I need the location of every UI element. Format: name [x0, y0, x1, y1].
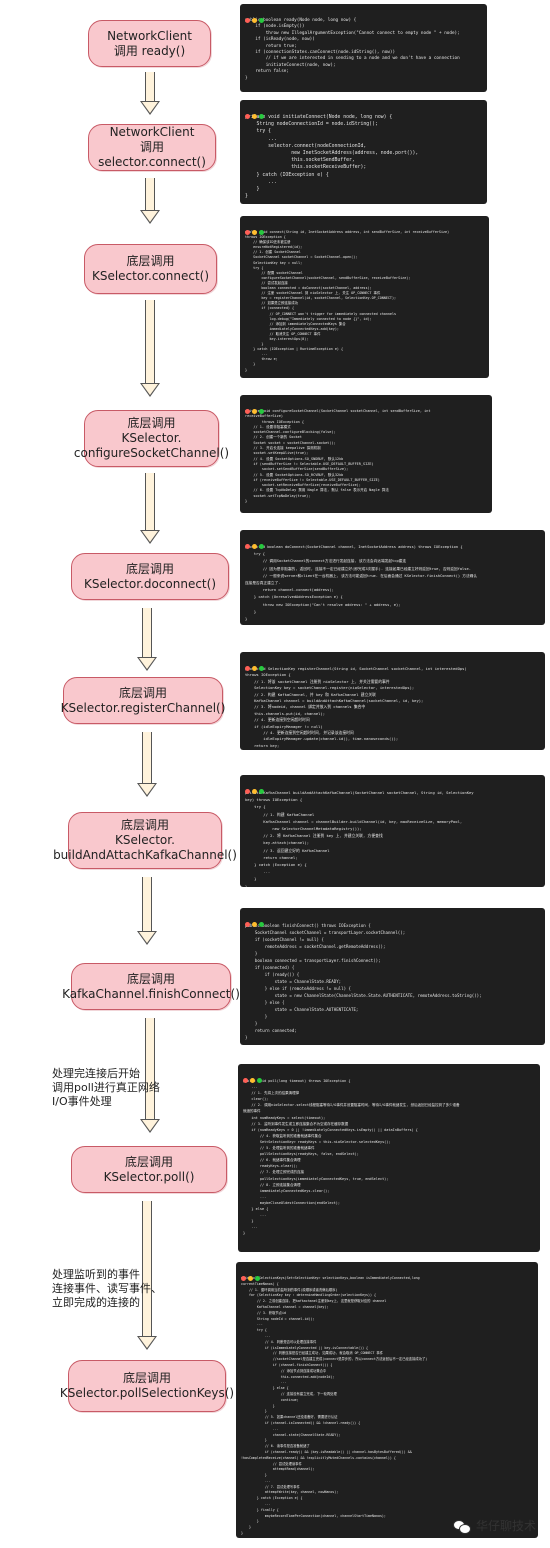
window-controls [243, 1068, 264, 1087]
code-snippet: public boolean finishConnect() throws IO… [245, 923, 482, 1040]
window-controls [245, 656, 266, 675]
window-controls [245, 399, 266, 418]
wechat-icon [452, 1519, 471, 1534]
code-panel: protected SelectionKey registerChannel(S… [240, 652, 545, 750]
annotation-note: 处理监听到的事件 连接事件、读写事件、 立即完成的连接的 [52, 1268, 162, 1309]
step-label: 底层调用 KSelector.poll() [103, 1154, 195, 1184]
step-box: 底层调用 KSelector.doconnect() [71, 553, 229, 600]
step-box: 底层调用 KSelector.connect() [84, 244, 217, 294]
step-label: NetworkClient 调用 selector.connect() [98, 125, 206, 169]
window-controls [245, 220, 266, 239]
step-box: 底层调用 KSelector. buildAndAttachKafkaChann… [53, 812, 237, 869]
window-controls [245, 104, 266, 123]
step-label: 底层调用 KSelector.registerChannel() [60, 685, 226, 715]
step-box: 底层调用 KSelector. configureSocketChannel() [74, 410, 229, 467]
step-label: 底层调用 KSelector. buildAndAttachKafkaChann… [53, 818, 237, 862]
step-label: 底层调用 KafkaChannel.finishConnect() [62, 971, 240, 1001]
step-box: NetworkClient 调用 ready() [88, 20, 211, 67]
code-snippet: private KafkaChannel buildAndAttachKafka… [245, 790, 474, 887]
step-box: 底层调用 KafkaChannel.finishConnect() [62, 963, 240, 1010]
code-panel: public boolean finishConnect() throws IO… [240, 908, 545, 1045]
window-controls [245, 912, 266, 931]
code-panel: void pollSelectionKeys(Set<SelectionKey>… [236, 1262, 538, 1538]
step-box: NetworkClient 调用 selector.connect() [88, 124, 216, 171]
code-panel: public void poll(long timeout) throws IO… [238, 1064, 540, 1252]
code-panel: private void configureSocketChannel(Sock… [240, 395, 492, 513]
code-snippet: private void initiateConnect(Node node, … [245, 115, 419, 200]
code-panel: private KafkaChannel buildAndAttachKafka… [240, 775, 545, 887]
window-controls [241, 1266, 262, 1285]
step-box: 底层调用 KSelector.pollSelectionKeys() [60, 1360, 234, 1412]
code-snippet: void pollSelectionKeys(Set<SelectionKey>… [241, 1276, 428, 1536]
code-snippet: private void configureSocketChannel(Sock… [245, 409, 431, 504]
step-label: NetworkClient 调用 ready() [107, 28, 192, 58]
code-snippet: public void connect(String id, InetSocke… [245, 230, 450, 372]
brand-name: 华仔聊技术 [475, 1519, 536, 1533]
step-box: 底层调用 KSelector.registerChannel() [60, 677, 226, 724]
window-controls [245, 8, 266, 27]
code-panel: public boolean ready(Node node, long now… [240, 4, 487, 92]
code-panel: private void initiateConnect(Node node, … [240, 100, 487, 204]
code-panel: protected boolean doConnect(SocketChanne… [240, 530, 545, 625]
window-controls [245, 534, 266, 553]
step-box: 底层调用 KSelector.poll() [71, 1146, 227, 1193]
step-label: 底层调用 KSelector. configureSocketChannel() [73, 416, 230, 460]
code-snippet: public boolean ready(Node node, long now… [245, 18, 460, 81]
code-panel: public void connect(String id, InetSocke… [240, 216, 489, 378]
annotation-note: 处理完连接后开始 调用poll进行真正网络 I/O事件处理 [52, 1067, 160, 1108]
code-snippet: public void poll(long timeout) throws IO… [243, 1079, 460, 1236]
code-snippet: protected SelectionKey registerChannel(S… [245, 666, 467, 750]
step-label: 底层调用 KSelector.connect() [91, 254, 210, 283]
step-label: 底层调用 KSelector.pollSelectionKeys() [59, 1371, 235, 1400]
window-controls [245, 779, 266, 798]
watermark: 华仔聊技术 [452, 1517, 536, 1534]
code-snippet: protected boolean doConnect(SocketChanne… [245, 545, 478, 622]
step-label: 底层调用 KSelector.doconnect() [83, 561, 217, 591]
